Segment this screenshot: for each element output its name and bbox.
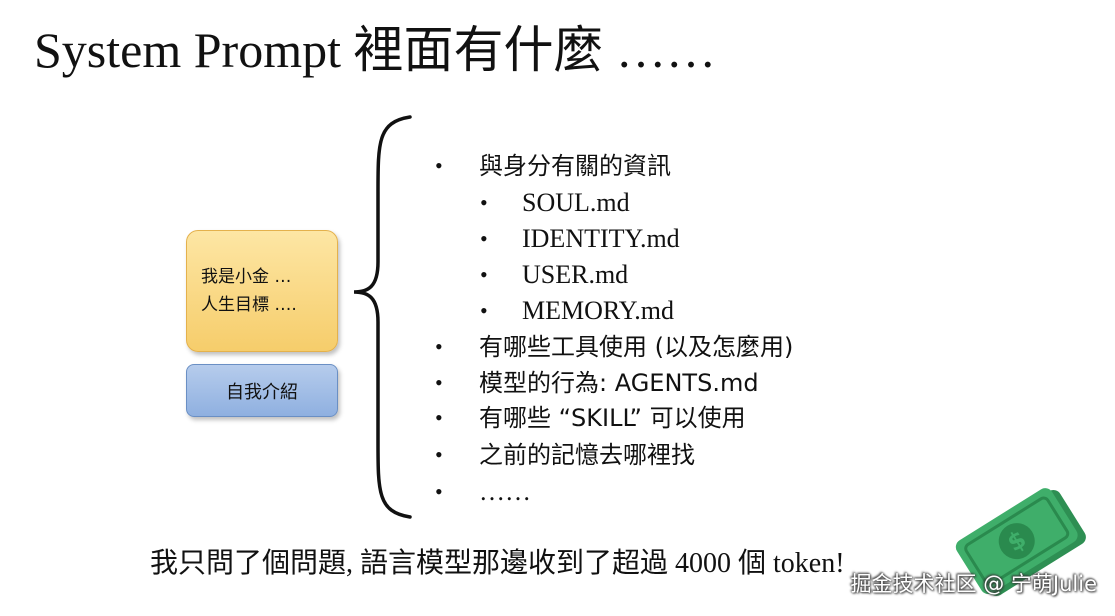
list-item: • …… <box>435 474 531 510</box>
list-item-text: IDENTITY.md <box>522 224 680 253</box>
list-item: • 有哪些工具使用 (以及怎麼用) <box>435 329 794 365</box>
list-item-text: 模型的行為: AGENTS.md <box>479 369 759 397</box>
list-item-text: 有哪些工具使用 (以及怎麼用) <box>479 333 794 361</box>
watermark-text: 掘金技术社区 @ 宁萌Julie <box>850 572 1097 596</box>
list-item: • 模型的行為: AGENTS.md <box>435 365 759 401</box>
list-item-text: USER.md <box>522 260 629 289</box>
bullet-icon: • <box>435 334 443 359</box>
list-item-text: SOUL.md <box>522 188 630 217</box>
list-subitem: • SOUL.md <box>480 185 630 221</box>
persona-box: 我是小金 … 人生目標 …. <box>186 230 338 352</box>
persona-line-2: 人生目標 …. <box>201 295 297 315</box>
list-item: • 有哪些 “SKILL” 可以使用 <box>435 400 746 436</box>
bullet-icon: • <box>480 226 488 251</box>
bullet-icon: • <box>435 442 443 467</box>
list-item: • 之前的記憶去哪裡找 <box>435 437 695 473</box>
money-bill-icon: $ <box>955 488 1086 596</box>
intro-box: 自我介紹 <box>186 364 338 417</box>
list-item-text: …… <box>479 477 531 506</box>
bullet-icon: • <box>480 298 488 323</box>
bullet-icon: • <box>435 479 443 504</box>
bullet-icon: • <box>480 190 488 215</box>
bullet-icon: • <box>435 405 443 430</box>
bottom-caption: 我只問了個問題, 語言模型那邊收到了超過 4000 個 token! <box>150 548 845 579</box>
list-item-text: MEMORY.md <box>522 296 674 325</box>
list-item-text: 之前的記憶去哪裡找 <box>479 441 695 469</box>
list-item: • 與身分有關的資訊 <box>435 148 671 184</box>
curly-brace-icon <box>353 115 412 519</box>
slide-title: System Prompt 裡面有什麼 …… <box>34 22 716 78</box>
persona-line-1: 我是小金 … <box>201 267 292 287</box>
intro-label: 自我介紹 <box>226 381 298 403</box>
bullet-icon: • <box>435 153 443 178</box>
list-item-text: 有哪些 “SKILL” 可以使用 <box>479 404 746 432</box>
list-subitem: • MEMORY.md <box>480 293 674 329</box>
list-subitem: • IDENTITY.md <box>480 221 680 257</box>
bullet-icon: • <box>435 370 443 395</box>
list-subitem: • USER.md <box>480 257 629 293</box>
list-item-text: 與身分有關的資訊 <box>479 152 671 180</box>
bullet-icon: • <box>480 262 488 287</box>
